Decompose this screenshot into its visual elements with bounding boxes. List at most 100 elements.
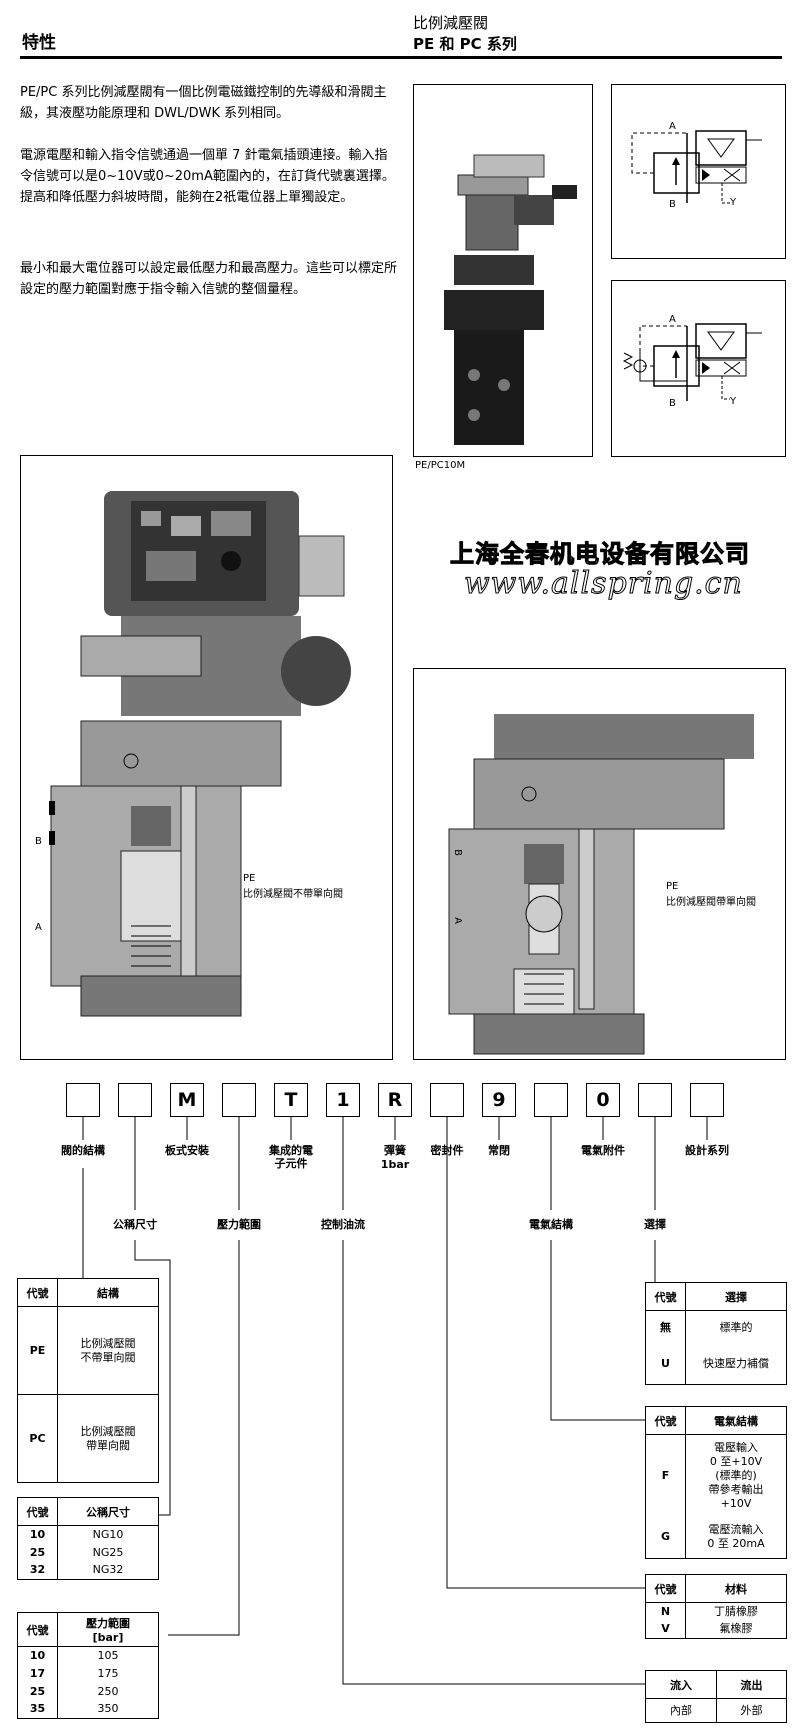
page-section-title: 特性 — [22, 33, 56, 53]
code-label-design-series: 設計系列 — [685, 1144, 729, 1157]
table-cell-code: G — [645, 1516, 686, 1559]
table-cell-code: 25 — [17, 1543, 58, 1562]
code-box-4 — [222, 1083, 256, 1117]
section-drawing-pc: B A PE 比例減壓閥帶單向閥 — [413, 668, 786, 1060]
table-row: PE 比例減壓閥 不帶單向閥 — [17, 1306, 159, 1395]
table-cell-text: NG32 — [57, 1561, 159, 1580]
table-cell-code: 無 — [645, 1310, 686, 1345]
table-cell-code: V — [645, 1620, 686, 1639]
port-b-label: B — [669, 199, 676, 210]
photo-caption: PE/PC10M — [415, 460, 466, 471]
table-cell-text: 氟橡膠 — [685, 1620, 787, 1639]
product-category: 比例減壓閥 — [413, 14, 489, 32]
table-cell-text: 比例減壓閥 帶單向閥 — [57, 1394, 159, 1483]
table-header: 公稱尺寸 — [57, 1497, 159, 1526]
table-control-flow: 流入流出 內部外部 — [645, 1670, 787, 1723]
code-label-spring: 彈簧 — [384, 1144, 406, 1157]
code-label-electrical-accessory: 電氣附件 — [581, 1144, 625, 1157]
hydraulic-symbol-pc: A B Y — [611, 280, 786, 457]
code-label-pressure-range: 壓力範圍 — [217, 1218, 261, 1231]
table-header: 電氣結構 — [685, 1406, 787, 1435]
code-label-normally-closed: 常閉 — [488, 1144, 510, 1157]
intro-paragraph-2: 電源電壓和輸入指令信號通過一個單 7 針電氣插頭連接。輸入指令信號可以是0~10… — [20, 148, 395, 205]
port-b-label: B — [451, 849, 463, 856]
table-cell-text: 350 — [57, 1700, 159, 1719]
code-label-plate-mount: 板式安裝 — [165, 1144, 209, 1157]
table-cell-code: 35 — [17, 1700, 58, 1719]
table-header: 代號 — [645, 1574, 686, 1603]
code-label-spring-value: 1bar — [380, 1158, 410, 1171]
table-cell-text: 快速壓力補償 — [685, 1344, 787, 1385]
port-a-label: A — [669, 121, 676, 132]
table-header: 代號 — [17, 1612, 58, 1647]
product-photo-frame — [413, 84, 593, 457]
table-cell-code: PE — [17, 1306, 58, 1395]
table-cell-text: 丁腈橡膠 — [685, 1602, 787, 1621]
table-cell-code: U — [645, 1344, 686, 1385]
code-box-5: T — [274, 1083, 308, 1117]
table-cell-inflow: 內部 — [645, 1698, 717, 1723]
table-row: 無標準的 — [645, 1310, 787, 1345]
code-box-3: M — [170, 1083, 204, 1117]
table-cell-code: 32 — [17, 1561, 58, 1580]
code-box-9: 9 — [482, 1083, 516, 1117]
code-box-6: 1 — [326, 1083, 360, 1117]
code-label-electrical-structure: 電氣結構 — [529, 1218, 573, 1231]
port-a-label: A — [451, 917, 463, 924]
code-box-8 — [430, 1083, 464, 1117]
table-header: 代號 — [17, 1278, 58, 1307]
code-label-option: 選擇 — [644, 1218, 666, 1231]
table-cell-text: 175 — [57, 1664, 159, 1683]
port-b-label: B — [35, 836, 42, 847]
product-photo-illustration — [444, 154, 577, 445]
section-label-type: PE — [243, 873, 256, 884]
section-drawing-pe: B A PE 比例減壓閥不帶單向閥 — [20, 455, 393, 1060]
table-header: 選擇 — [685, 1282, 787, 1311]
code-label-integrated-electronics: 集成的電子元件 — [269, 1144, 313, 1170]
table-header: 流入 — [645, 1670, 717, 1699]
port-b-label: B — [669, 398, 676, 409]
code-box-1 — [66, 1083, 100, 1117]
watermark-url: www.allspring.cn — [464, 566, 743, 602]
code-box-12 — [638, 1083, 672, 1117]
table-cell-text: NG10 — [57, 1525, 159, 1544]
table-cell-code: 10 — [17, 1525, 58, 1544]
section-label-desc: 比例減壓閥不帶單向閥 — [243, 889, 343, 900]
table-cell-code: N — [645, 1602, 686, 1621]
table-cell-code: PC — [17, 1394, 58, 1483]
header-rule — [20, 56, 782, 59]
table-header: 代號 — [645, 1282, 686, 1311]
code-box-10 — [534, 1083, 568, 1117]
product-series: PE 和 PC 系列 — [413, 35, 517, 53]
code-label-nominal-size: 公稱尺寸 — [113, 1218, 157, 1231]
table-structure: 代號結構 PE 比例減壓閥 不帶單向閥 PC 比例減壓閥 帶單向閥 — [17, 1278, 159, 1483]
intro-paragraph-1: PE/PC 系列比例減壓閥有一個比例電磁鐵控制的先導級和滑閥主級，其液壓功能原理… — [20, 85, 387, 121]
port-y-label: Y — [730, 197, 737, 208]
table-row: PC 比例減壓閥 帶單向閥 — [17, 1394, 159, 1483]
intro-paragraph-3: 最小和最大電位器可以設定最低壓力和最高壓力。這些可以標定所設定的壓力範圍對應于指… — [20, 261, 398, 297]
table-cell-text: 105 — [57, 1646, 159, 1665]
port-y-label: Y — [730, 396, 737, 407]
code-box-13 — [690, 1083, 724, 1117]
table-header: 代號 — [645, 1406, 686, 1435]
table-cell-outflow: 外部 — [716, 1698, 787, 1723]
code-label-control-flow: 控制油流 — [321, 1218, 365, 1231]
table-header: 代號 — [17, 1497, 58, 1526]
table-header: 流出 — [716, 1670, 787, 1699]
table-cell-code: 10 — [17, 1646, 58, 1665]
table-cell-code: 17 — [17, 1664, 58, 1683]
watermark-company: 上海全春机电设备有限公司 — [450, 539, 750, 569]
table-cell-text: 電壓流輸入 0 至 20mA — [685, 1516, 787, 1559]
